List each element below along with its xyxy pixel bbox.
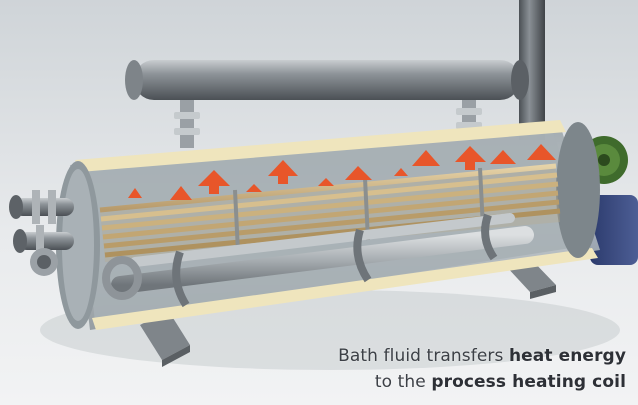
heat-arrow-stem [278, 176, 288, 184]
process-heating-coil [102, 213, 534, 300]
caption-line-2: to the process heating coil [338, 369, 626, 395]
heat-arrow [412, 150, 440, 166]
caption-line-1-text: Bath fluid transfers [338, 346, 509, 366]
base-skid-left [140, 310, 190, 367]
bath-fluid-band-top [75, 120, 566, 172]
flange-nozzle [30, 248, 58, 276]
heat-arrow [198, 170, 230, 186]
heat-arrow [345, 166, 372, 180]
heat-arrow [490, 150, 516, 164]
heat-arrow-stem [465, 162, 475, 170]
caption-line-2-bold: process heating coil [431, 372, 626, 392]
coil-inlet-outlet-nozzles [9, 190, 74, 259]
caption: Bath fluid transfers heat energy to the … [338, 343, 626, 395]
heat-arrow [455, 146, 486, 162]
heat-arrow [394, 168, 408, 176]
heat-arrow [318, 178, 334, 186]
bath-fluid-band-bottom [92, 248, 598, 330]
heat-arrow [170, 186, 192, 200]
header-support-left [174, 100, 200, 148]
heat-arrow [128, 188, 142, 198]
heat-arrow [246, 184, 262, 192]
expansion-header-pipe [125, 60, 529, 100]
heat-arrow [527, 144, 556, 160]
caption-line-2-text: to the [374, 372, 432, 392]
heat-arrow [268, 160, 298, 176]
caption-line-1-bold: heat energy [508, 346, 626, 366]
fire-tube-bundle [99, 163, 561, 262]
caption-line-1: Bath fluid transfers heat energy [338, 343, 626, 369]
coil-clamps [172, 213, 498, 308]
heat-arrows [128, 144, 556, 200]
heat-arrow-stem [209, 186, 219, 194]
